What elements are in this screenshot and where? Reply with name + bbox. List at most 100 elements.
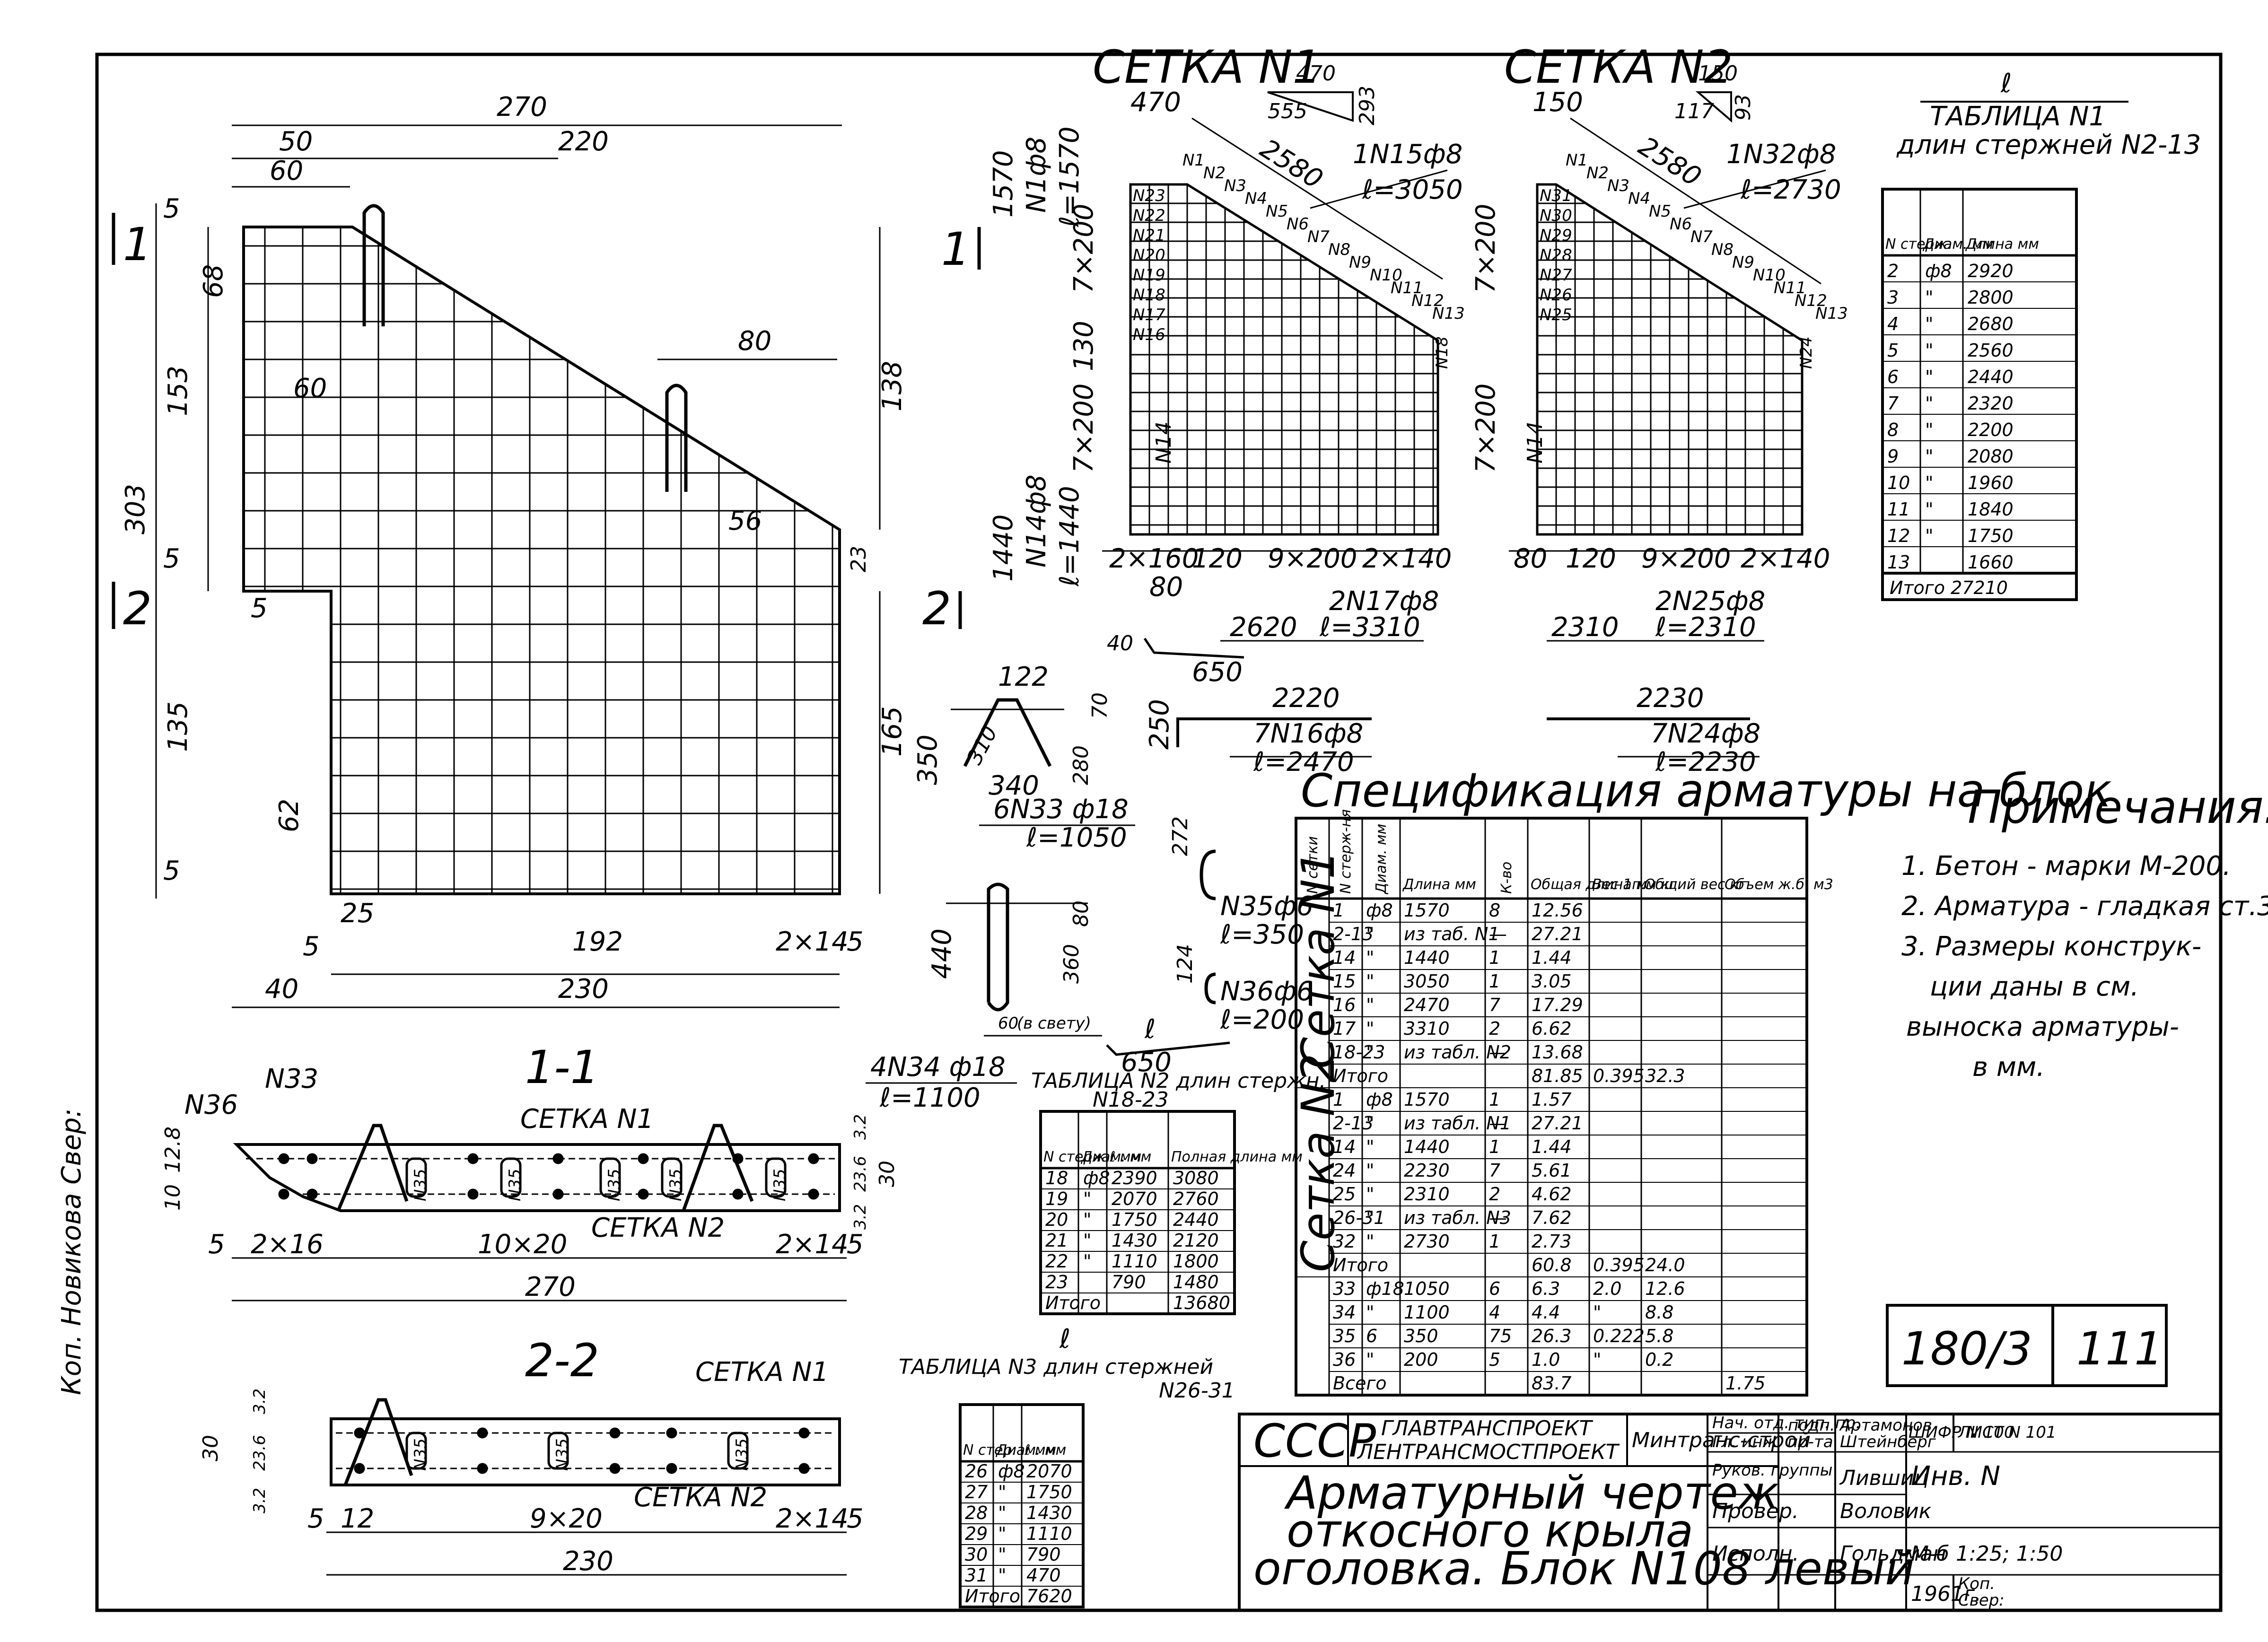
- mesh-top-label: N7: [1307, 227, 1330, 246]
- table-cell: 2390: [1112, 1168, 1157, 1188]
- spec-cell: 1: [1489, 1089, 1500, 1110]
- dim-165: 165: [877, 706, 908, 757]
- spec-cell: 0.2: [1645, 1349, 1673, 1370]
- mesh1-left-bar-len: ℓ=1570: [1054, 126, 1085, 227]
- section-mark-2-right: 2: [922, 582, 951, 635]
- dim-270: 270: [497, 92, 547, 122]
- spec-cell: ": [1366, 1042, 1374, 1063]
- anchor34-hook-bar: [1106, 1041, 1230, 1056]
- section1-bar-dot: [638, 1153, 649, 1164]
- spec-cell: 3050: [1404, 971, 1450, 992]
- mesh1-tri-b: 555: [1268, 99, 1307, 123]
- mesh2-bar24-len: ℓ=2230: [1655, 747, 1756, 777]
- table-cell: ": [1925, 287, 1933, 308]
- stirrup33-dim-280: 280: [1069, 745, 1093, 785]
- section1-stirrup-b: [682, 1124, 754, 1212]
- section1-dim-5: 5: [208, 1229, 225, 1260]
- mesh2-bar24-val: 2230: [1637, 683, 1704, 714]
- mesh1-dim-7x200-b: 7×200: [1068, 384, 1099, 473]
- tb-org2: ГЛАВТРАНСПРОЕКТ: [1381, 1416, 1593, 1441]
- section2-bar-dot: [354, 1463, 365, 1474]
- table-n2: ТАБЛИЦА N2 длин стержн. N18-23 N стержДи…: [1031, 1069, 1326, 1315]
- mesh2-bdim-0: 80: [1514, 543, 1547, 574]
- stirrup33-dim-122: 122: [998, 662, 1049, 692]
- mesh2-bdim-1: 120: [1566, 543, 1616, 574]
- table-cell: 1430: [1026, 1502, 1072, 1523]
- dim-25: 25: [341, 898, 374, 929]
- table-cell: ": [998, 1544, 1006, 1565]
- table-cell: 7: [1887, 393, 1899, 414]
- stirrup33-shape: [963, 698, 1052, 767]
- mesh2-grid: [1537, 184, 1802, 534]
- spec-cell: 24: [1333, 1160, 1356, 1181]
- section1-bar-dot: [552, 1188, 564, 1200]
- mesh-top-label: N3: [1224, 176, 1246, 195]
- mesh-top-label: N2: [1586, 164, 1609, 183]
- mesh-top-label: N12: [1411, 291, 1444, 310]
- mesh1-tri-c: 293: [1355, 86, 1379, 125]
- bar36-shape: [1204, 972, 1216, 1004]
- mesh2-title: СЕТКА N2: [1504, 41, 1733, 94]
- mesh-top-label: N13: [1815, 304, 1848, 323]
- bar36-len: ℓ=200: [1220, 1004, 1304, 1035]
- lifting-hook-2: [665, 384, 688, 492]
- spec-header: N сетки: [1305, 836, 1321, 894]
- section1-n35-e: N35: [771, 1169, 789, 1201]
- section1-title: 1-1: [525, 1041, 599, 1094]
- section1-rdim-23.6: 23.6: [851, 1156, 870, 1192]
- section1-n35-b: N35: [506, 1169, 525, 1201]
- table-n1: ℓ ТАБЛИЦА N1 длин стержней N2-13 N стерж…: [1881, 68, 2201, 601]
- section1-bar-dot: [278, 1153, 289, 1164]
- section1-dim-2x16: 2×16: [251, 1229, 324, 1260]
- spec-header: Длина мм: [1402, 876, 1476, 893]
- section1-bar-dot: [732, 1188, 744, 1200]
- section2-n35-b: N35: [553, 1438, 572, 1471]
- spec-cell: 2730: [1404, 1231, 1450, 1252]
- spec-cell: 1.75: [1725, 1373, 1766, 1394]
- section-1-1: 1-1 N36 N33 СЕТКА N1 СЕТКА N2 N35 N35 N3…: [161, 1041, 899, 1302]
- table-cell: 2440: [1968, 367, 2014, 387]
- tb-cipher: ШИФР N 100: [1909, 1423, 2014, 1442]
- mesh-top-label: N6: [1670, 215, 1692, 234]
- spec-cell: 12.6: [1645, 1278, 1685, 1299]
- spec-cell: 17: [1333, 1018, 1356, 1039]
- mesh-top-label: N1: [1182, 151, 1205, 170]
- spec-cell: 1570: [1404, 900, 1450, 921]
- section1-bar-dot: [638, 1188, 649, 1200]
- spec-cell: 7.62: [1532, 1207, 1572, 1228]
- table-cell: 3080: [1173, 1168, 1219, 1188]
- table-cell: 9: [1887, 446, 1899, 467]
- table3-subtitle: N26-31: [1159, 1379, 1235, 1403]
- spec-group2: Сетка N2: [1292, 1054, 1345, 1272]
- dim-80: 80: [738, 326, 771, 357]
- section2-n35-loop: [727, 1432, 749, 1470]
- spec-cell: 14: [1333, 947, 1356, 968]
- bar-n36: 124 N36ф6 ℓ=200: [1173, 944, 1314, 1035]
- anchor34-shape: [987, 882, 1009, 1012]
- table-cell: 2760: [1173, 1188, 1219, 1209]
- mesh1-left-bar2: N14ф8: [1021, 474, 1052, 568]
- spec-cell: 7: [1489, 1160, 1500, 1181]
- spec-cell: 27.21: [1532, 924, 1583, 944]
- spec-cell: из табл. N3: [1404, 1207, 1511, 1228]
- section-mark-1-right: 1: [941, 223, 970, 276]
- section2-dim-5: 5: [307, 1503, 324, 1534]
- table-cell: ": [1925, 419, 1933, 440]
- stirrup-n33: 122 350 310 280 70 340 6N33 ф18 ℓ=1050: [912, 662, 1135, 853]
- spec-cell: 14: [1333, 1136, 1356, 1157]
- spec-cell: 1: [1333, 900, 1344, 921]
- spec-cell: ": [1366, 1302, 1374, 1323]
- table2-subtitle: N18-23: [1093, 1088, 1169, 1112]
- table-cell: 2800: [1968, 287, 2014, 308]
- note-line-5: выноска арматуры-: [1906, 1012, 2179, 1042]
- dim-230: 230: [558, 974, 609, 1004]
- mesh1-triangle: [1267, 91, 1354, 122]
- spec-cell: 12.56: [1532, 900, 1583, 921]
- spec-cell: 2310: [1404, 1184, 1450, 1205]
- spec-cell: ": [1366, 924, 1374, 944]
- mesh-top-label: N10: [1370, 266, 1402, 285]
- dim-60: 60: [270, 156, 303, 186]
